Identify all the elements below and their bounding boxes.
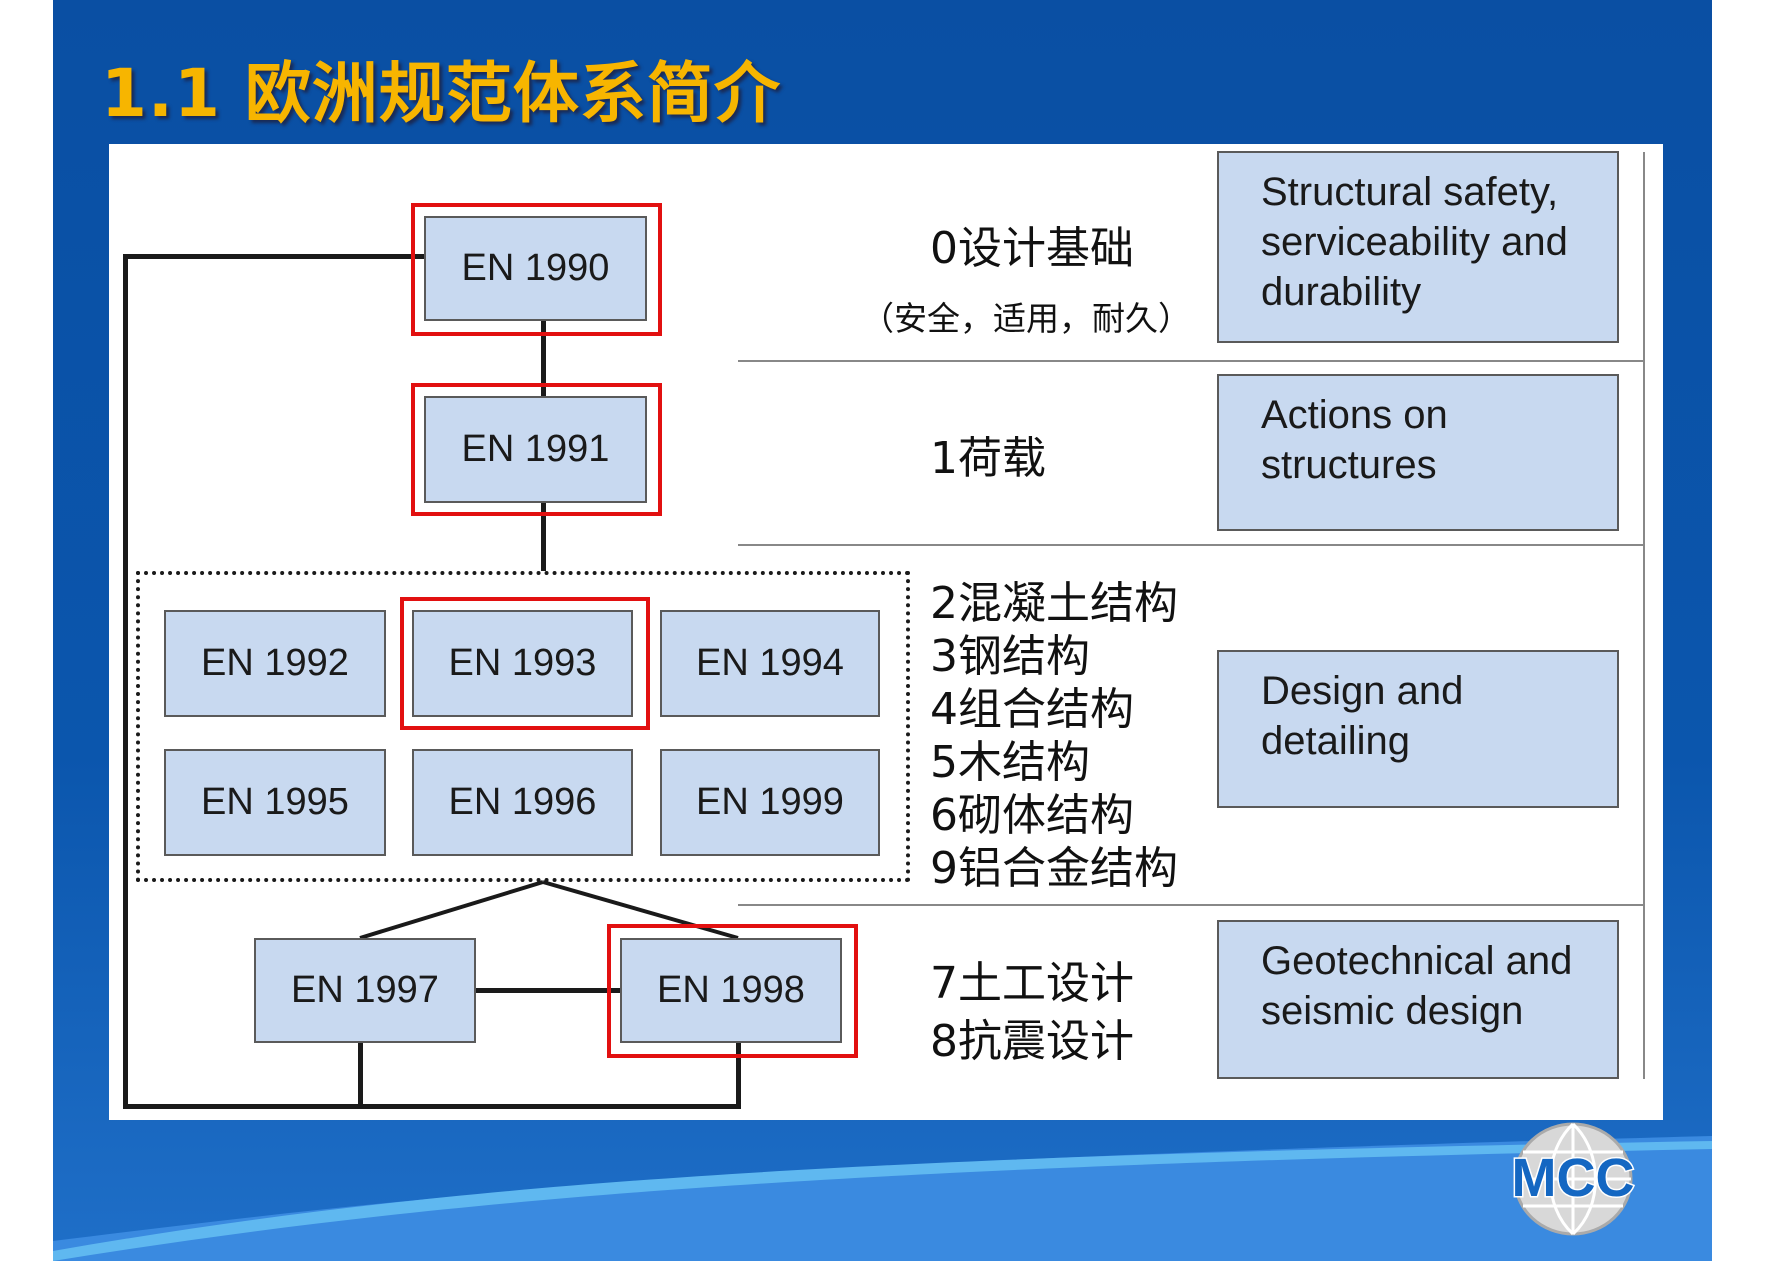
box-en1999: EN 1999 bbox=[660, 749, 880, 856]
design-codes-group bbox=[136, 571, 910, 882]
box-en1994: EN 1994 bbox=[660, 610, 880, 717]
connector-line bbox=[123, 1104, 741, 1109]
connector-line bbox=[541, 321, 546, 396]
category-text: serviceability and bbox=[1261, 220, 1568, 264]
category-safety: Structural safety, serviceability and du… bbox=[1217, 151, 1619, 343]
decorative-swoosh bbox=[53, 1136, 1712, 1261]
label-basis: 0设计基础 bbox=[930, 223, 1134, 274]
box-en1997: EN 1997 bbox=[254, 938, 476, 1043]
connector-line bbox=[123, 254, 128, 1108]
box-en1990: EN 1990 bbox=[424, 216, 647, 321]
connector-line bbox=[476, 988, 620, 993]
category-design: Design and detailing bbox=[1217, 650, 1619, 808]
label-design-6: 6砌体结构 bbox=[930, 790, 1134, 841]
label-geo-7: 7土工设计 bbox=[930, 958, 1134, 1009]
label-design-2: 2混凝土结构 bbox=[930, 578, 1178, 629]
category-text: Structural safety, bbox=[1261, 170, 1559, 214]
box-en1998: EN 1998 bbox=[620, 938, 842, 1043]
category-text: detailing bbox=[1261, 719, 1411, 763]
category-geotechnical: Geotechnical and seismic design bbox=[1217, 920, 1619, 1079]
category-text: structures bbox=[1261, 443, 1437, 487]
highlight-en1991 bbox=[411, 383, 662, 516]
category-text: durability bbox=[1261, 270, 1422, 314]
label-design-9: 9铝合金结构 bbox=[930, 843, 1178, 894]
connector-line bbox=[736, 1043, 741, 1108]
box-en1993: EN 1993 bbox=[412, 610, 633, 717]
box-en1996: EN 1996 bbox=[412, 749, 633, 856]
connector-line bbox=[123, 254, 424, 259]
svg-text:MCC: MCC bbox=[1512, 1148, 1635, 1208]
connector-line bbox=[541, 503, 546, 571]
highlight-en1998 bbox=[607, 924, 858, 1058]
box-en1991: EN 1991 bbox=[424, 396, 647, 503]
row-divider bbox=[738, 544, 1644, 546]
label-design-4: 4组合结构 bbox=[930, 684, 1134, 735]
mcc-logo: MCC bbox=[1510, 1122, 1636, 1236]
box-en1992: EN 1992 bbox=[164, 610, 386, 717]
category-text: Actions on bbox=[1261, 393, 1448, 437]
category-text: Design and bbox=[1261, 669, 1464, 713]
category-actions: Actions on structures bbox=[1217, 374, 1619, 531]
connector-line bbox=[358, 1043, 363, 1108]
label-actions: 1荷载 bbox=[930, 433, 1046, 484]
category-text: Geotechnical and bbox=[1261, 939, 1573, 983]
category-text: seismic design bbox=[1261, 989, 1524, 1033]
highlight-en1993 bbox=[400, 597, 650, 730]
highlight-en1990 bbox=[411, 203, 662, 336]
row-divider bbox=[738, 904, 1644, 906]
box-en1995: EN 1995 bbox=[164, 749, 386, 856]
right-border bbox=[1643, 152, 1645, 1079]
label-design-3: 3钢结构 bbox=[930, 631, 1090, 682]
label-basis-sub: （安全，适用，耐久） bbox=[861, 299, 1191, 338]
label-design-5: 5木结构 bbox=[930, 737, 1090, 788]
label-geo-8: 8抗震设计 bbox=[930, 1016, 1134, 1067]
slide-title: 1.1 欧洲规范体系简介 bbox=[101, 55, 781, 132]
row-divider bbox=[738, 360, 1644, 362]
